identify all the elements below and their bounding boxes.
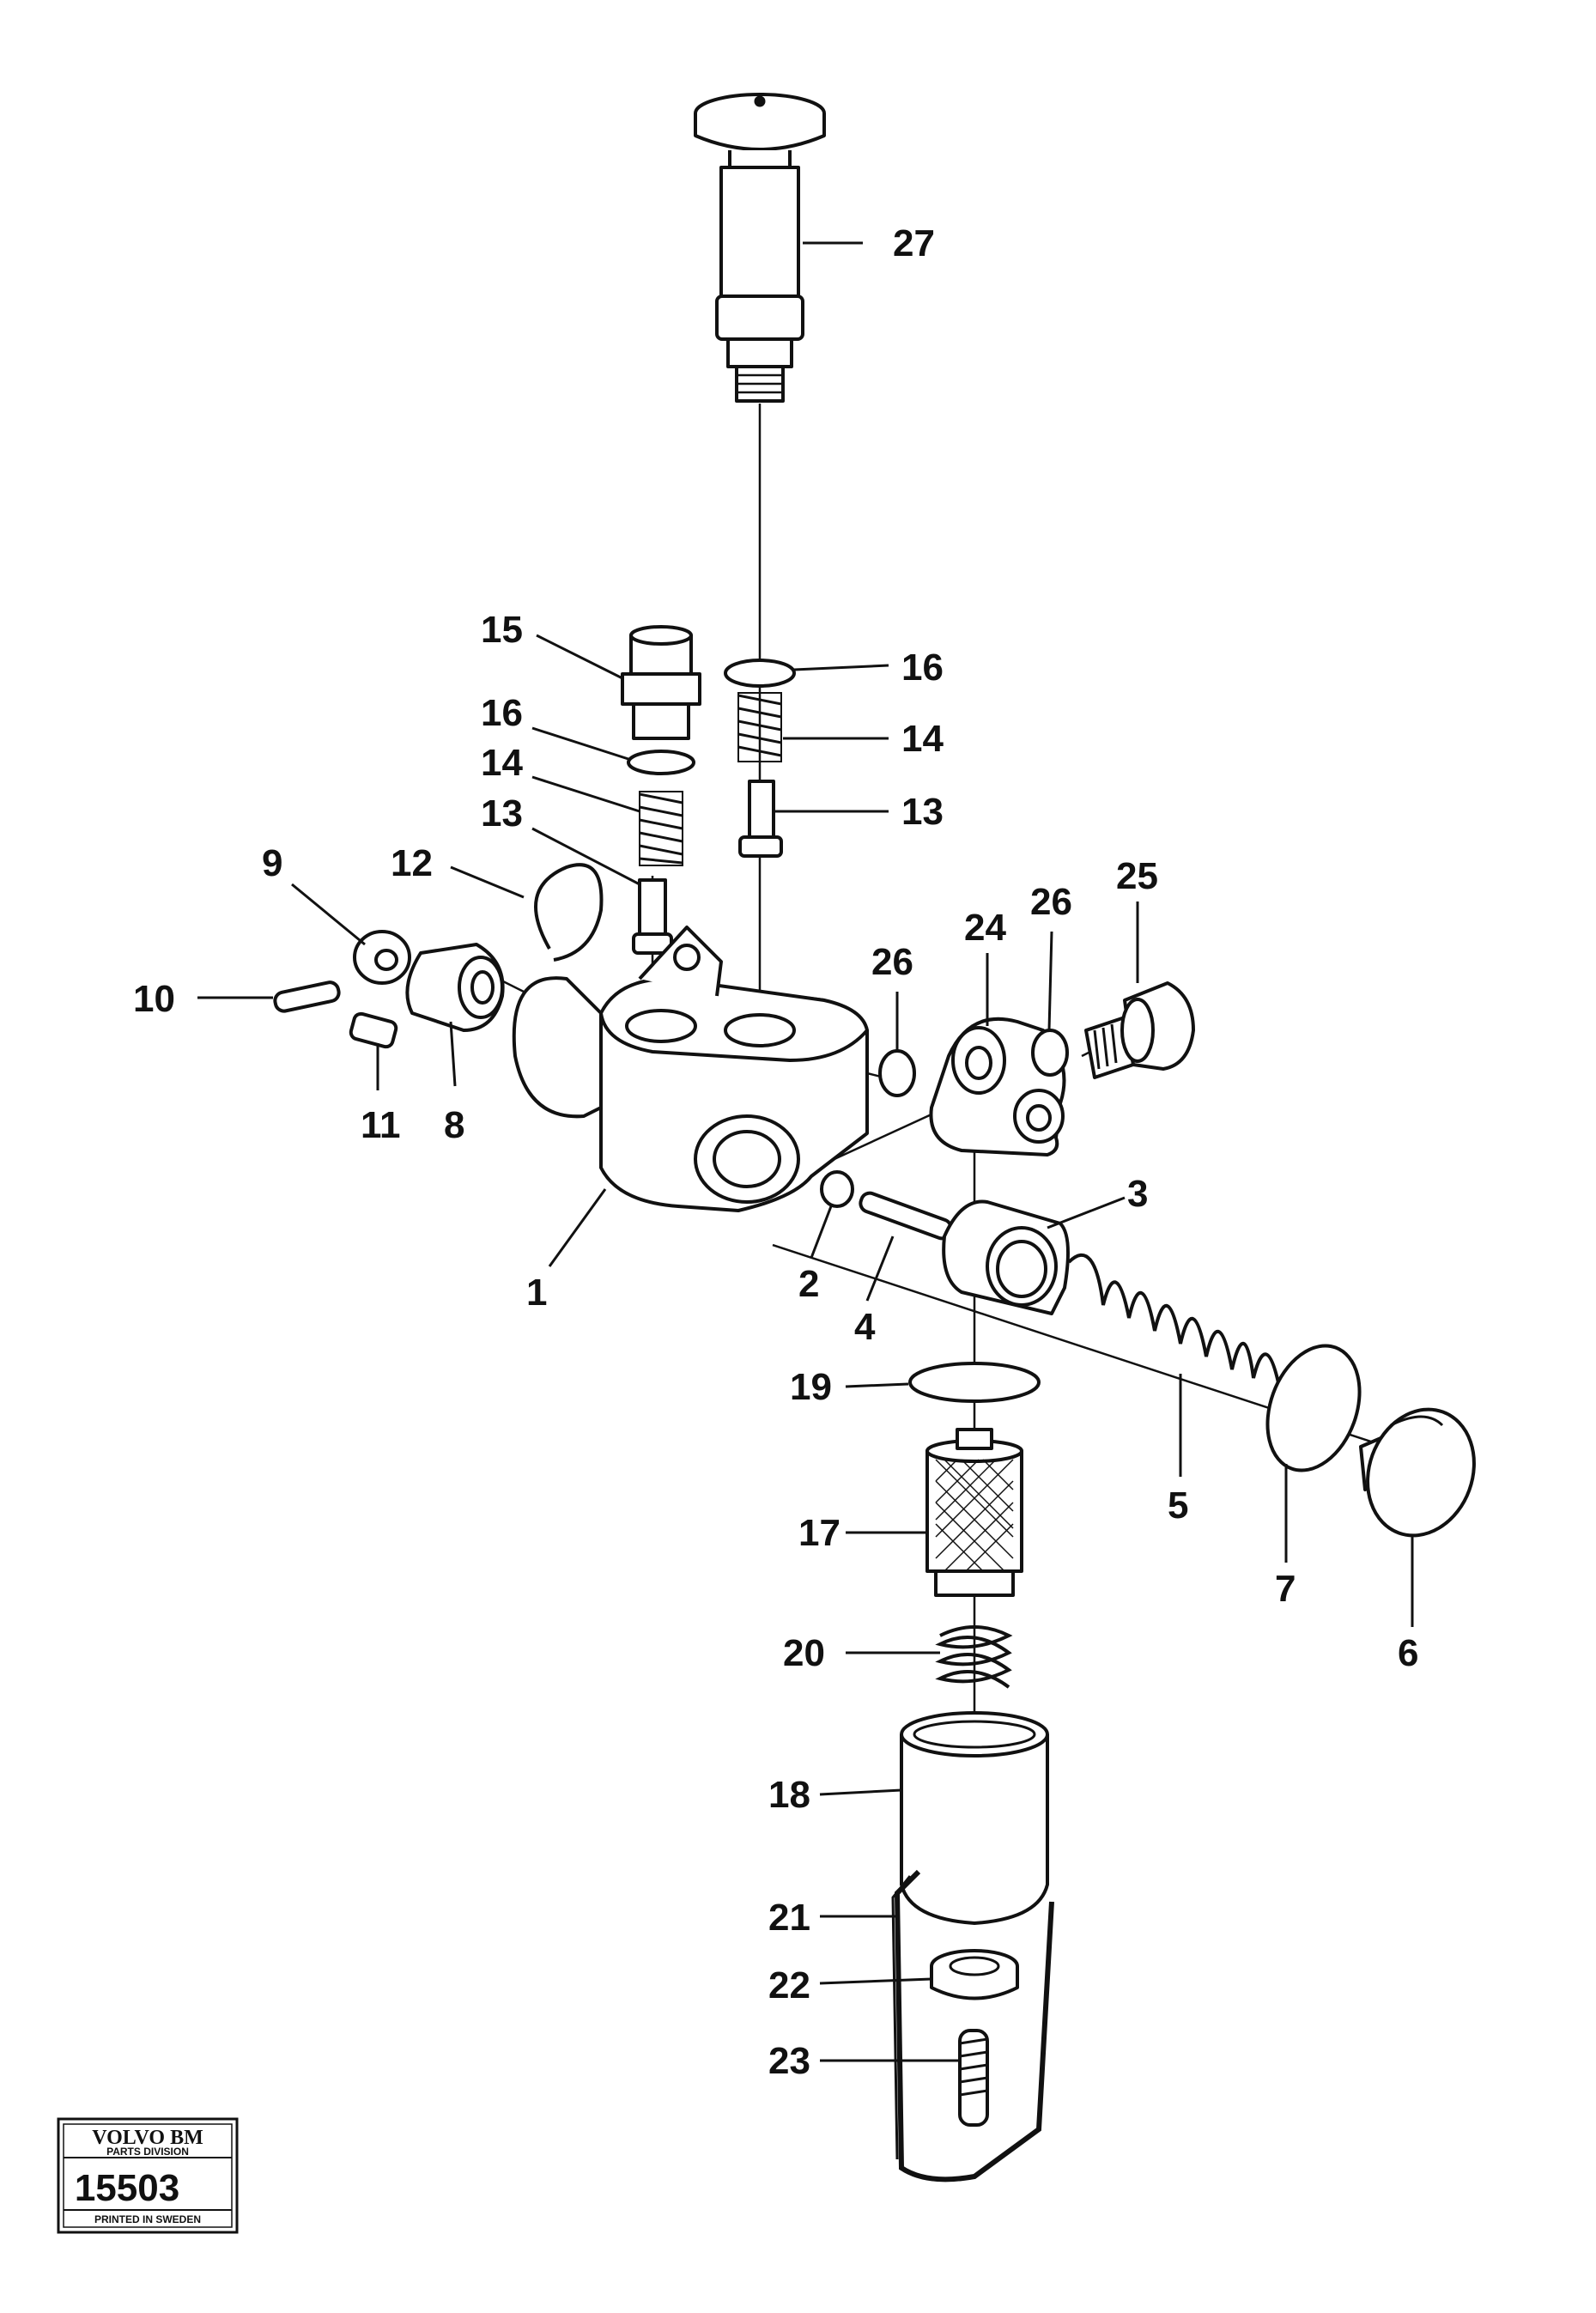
banjo-bolt-part bbox=[1084, 981, 1195, 1079]
return-spring-part bbox=[1067, 1253, 1281, 1387]
callout-3: 3 bbox=[1127, 1173, 1148, 1215]
plunger-sleeve-part bbox=[942, 1199, 1070, 1315]
plug-part bbox=[1359, 1407, 1476, 1538]
filter-bowl-part bbox=[900, 1711, 1049, 1925]
callout-13-right: 13 bbox=[901, 791, 944, 833]
callout-6: 6 bbox=[1398, 1632, 1418, 1674]
nut-part bbox=[353, 930, 411, 985]
callout-27: 27 bbox=[893, 222, 935, 264]
washer-part bbox=[878, 1049, 916, 1097]
callout-22: 22 bbox=[768, 1964, 810, 2006]
parts-division-stamp: VOLVO BM PARTS DIVISION 15503 PRINTED IN… bbox=[57, 2117, 239, 2234]
filter-spring-part bbox=[935, 1625, 1013, 1689]
callout-23: 23 bbox=[768, 2040, 810, 2082]
ball-part bbox=[820, 1170, 854, 1208]
valve-spring-part bbox=[737, 692, 782, 762]
callout-1: 1 bbox=[526, 1272, 547, 1314]
callout-10: 10 bbox=[133, 978, 175, 1020]
callout-17: 17 bbox=[798, 1512, 840, 1554]
callout-labels: 27 15 16 16 14 14 13 13 12 9 10 11 8 1 2… bbox=[133, 222, 1418, 2082]
clamp-screw-part bbox=[958, 2029, 989, 2127]
bowl-clamp-part bbox=[891, 1869, 1054, 2182]
callout-24: 24 bbox=[964, 907, 1006, 949]
sealing-ring-part bbox=[724, 659, 796, 688]
washer-part bbox=[1031, 1029, 1069, 1077]
valve-spring-part bbox=[639, 791, 683, 866]
callout-15: 15 bbox=[481, 609, 523, 651]
callout-14-right: 14 bbox=[901, 718, 944, 760]
callout-19: 19 bbox=[790, 1366, 832, 1408]
stamp-brand: VOLVO BM bbox=[92, 2127, 203, 2149]
banjo-fitting-part bbox=[929, 1017, 1066, 1156]
callout-18: 18 bbox=[768, 1774, 810, 1816]
callout-9: 9 bbox=[262, 842, 282, 884]
callout-5: 5 bbox=[1168, 1484, 1188, 1527]
stamp-number: 15503 bbox=[75, 2167, 179, 2209]
valve-part bbox=[632, 878, 673, 955]
callout-16-left: 16 bbox=[481, 692, 523, 734]
callout-25: 25 bbox=[1116, 855, 1158, 897]
callout-26-right: 26 bbox=[1030, 881, 1072, 923]
eccentric-part bbox=[405, 943, 505, 1032]
callout-26-left: 26 bbox=[871, 941, 913, 983]
callout-4: 4 bbox=[854, 1306, 876, 1348]
pump-housing-part bbox=[512, 926, 902, 1212]
callout-2: 2 bbox=[798, 1263, 819, 1305]
callout-7: 7 bbox=[1275, 1568, 1296, 1610]
piston-part bbox=[859, 1191, 953, 1241]
key-part bbox=[349, 1011, 398, 1049]
union-nipple-part bbox=[621, 625, 701, 740]
o-ring-part bbox=[908, 1362, 1041, 1403]
sealing-ring-part bbox=[627, 750, 695, 775]
callout-21: 21 bbox=[768, 1897, 810, 1939]
filter-part bbox=[925, 1428, 1023, 1597]
leader-lines bbox=[197, 241, 1414, 2062]
pin-part bbox=[273, 980, 341, 1013]
callout-16-right: 16 bbox=[901, 647, 944, 689]
callout-11: 11 bbox=[361, 1104, 401, 1146]
callout-14-left: 14 bbox=[481, 742, 523, 784]
callout-20: 20 bbox=[783, 1632, 825, 1674]
callout-13-left: 13 bbox=[481, 792, 523, 835]
seal-washer-part bbox=[930, 1949, 1019, 2000]
circlip-part bbox=[534, 863, 604, 962]
stamp-division: PARTS DIVISION bbox=[106, 2146, 189, 2158]
gasket-part bbox=[1265, 1344, 1362, 1472]
callout-8: 8 bbox=[444, 1104, 464, 1146]
callout-12: 12 bbox=[391, 842, 433, 884]
valve-part bbox=[738, 780, 783, 858]
stamp-printed: PRINTED IN SWEDEN bbox=[94, 2213, 201, 2225]
hand-primer-pump-part bbox=[694, 93, 826, 403]
